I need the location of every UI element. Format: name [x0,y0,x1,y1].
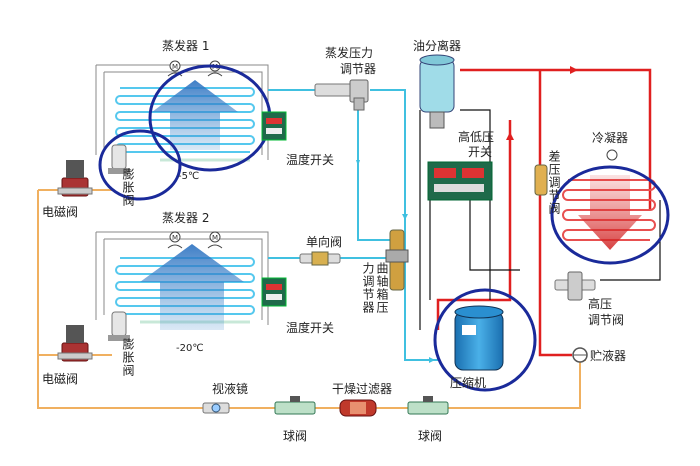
hp-regulator-label-line1: 高压 [588,297,613,311]
temperature-2-label: -20℃ [176,343,204,354]
crankcase-regulator-label-col1: 曲轴箱压 [375,262,389,314]
svg-text:M: M [172,63,178,71]
ball-valve-2-icon [407,396,449,415]
ball-valve-1-icon [274,396,316,415]
hp-lp-switch-icon [427,161,493,201]
expansion-valve-2-label: 膨胀阀 [121,338,135,377]
compressor-icon [454,305,504,371]
svg-text:M: M [172,234,178,242]
temp-switch-1-label: 温度开关 [286,153,335,167]
temp-switch-1-icon [261,111,287,141]
compressor-label: 压缩机 [450,376,487,390]
temp-switch-2-label: 温度开关 [286,321,335,335]
discharge-arrows [506,66,578,140]
oil-separator-icon [419,54,455,129]
expansion-valve-1-icon [108,144,130,174]
temp-switch-2-icon [261,277,287,307]
ball-valve-2-label: 球阀 [418,429,443,443]
solenoid-valve-1-icon [57,160,93,197]
evap-pressure-regulator-label-line2: 调节器 [340,62,377,76]
filter-drier-icon [339,399,377,417]
svg-text:M: M [212,234,218,242]
condenser-arrow [578,175,642,250]
hp-lp-switch-label-line1: 高低压 [458,130,495,144]
expansion-valve-2-icon [108,311,130,341]
sight-glass-label: 视液镜 [212,382,249,396]
check-valve-label: 单向阀 [306,235,343,249]
solenoid-valve-2-label: 电磁阀 [42,372,79,386]
sight-glass-icon [202,402,230,414]
suction-line [268,89,440,361]
ball-valve-1-label: 球阀 [283,429,308,443]
evaporator-1-label: 蒸发器 1 [162,39,210,53]
check-valve-icon [299,251,341,266]
evaporator-2-label: 蒸发器 2 [162,211,210,225]
receiver-label: 贮液器 [590,349,627,363]
hp-regulator-icon [554,271,596,301]
diff-pressure-valve-label: 差压调节阀 [547,150,561,215]
hp-lp-switch-label-line2: 开关 [468,145,493,159]
diff-pressure-valve-icon [534,164,548,196]
expansion-valve-1-label: 膨胀阀 [121,168,135,207]
filter-drier-label: 干燥过滤器 [332,382,393,396]
condenser-label: 冷凝器 [592,131,629,145]
crankcase-regulator-label-col2: 力调节器 [361,262,375,314]
evap-pressure-regulator-icon [314,79,369,111]
evap-pressure-regulator-label-line1: 蒸发压力 [325,46,374,60]
airflow-arrow-2 [140,244,244,330]
crankcase-regulator-icon [385,229,409,291]
solenoid-valve-2-icon [57,325,93,362]
hp-regulator-label-line2: 调节阀 [588,313,625,327]
oil-separator-label: 油分离器 [413,39,462,53]
solenoid-valve-1-label: 电磁阀 [42,205,79,219]
temperature-1-label: -5℃ [178,171,200,182]
airflow-arrow-1 [152,80,238,150]
pressure-sense-lines [419,109,661,330]
receiver-icon [572,347,588,363]
condenser-fan-icon [606,149,618,161]
